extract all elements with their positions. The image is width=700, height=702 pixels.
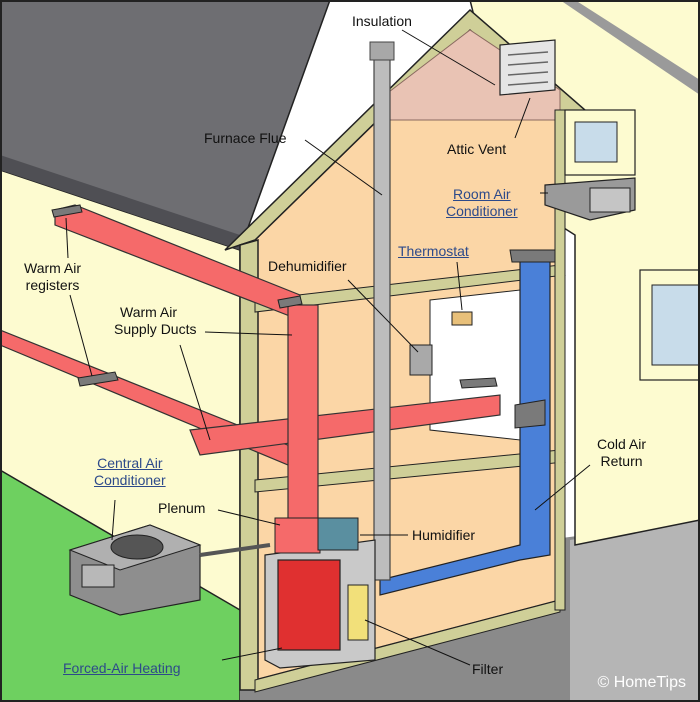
cold-air-return-duct [379,254,551,596]
link-central-air-conditioner[interactable]: Central Air Conditioner [94,455,166,489]
window-glass [574,121,618,163]
register-upper [51,204,83,218]
right-roof-edge [560,0,700,95]
vent-slat [507,51,549,56]
leader-attic-vent [514,97,531,139]
label-warm-air-registers: Warm Air registers [24,260,81,294]
basement-floor [254,599,561,693]
furnace-flue [373,54,391,581]
vent-slat [507,61,549,66]
filter-panel [347,584,369,641]
label-warm-air-supply-ducts: Warm Air Supply Ducts [114,304,196,338]
leader-cold-air-return [534,464,591,511]
vent-slat [507,71,549,76]
registers-line-1: Warm Air [24,260,82,276]
vent-slat [507,81,549,86]
label-insulation: Insulation [352,13,412,29]
register-room [459,377,498,389]
floor-supply-duct [189,394,501,456]
link-thermostat[interactable]: Thermostat [398,243,469,259]
label-attic-vent: Attic Vent [447,141,507,157]
leader-dehumidifier [347,279,419,353]
leader-supply-ducts-b [179,344,211,441]
label-plenum: Plenum [158,500,206,516]
link-room-air-conditioner[interactable]: Room Air Conditioner [446,186,518,220]
supply-trunk [287,304,319,546]
leader-furnace-flue [304,139,383,196]
furnace-cabinet [277,559,341,651]
leader-plenum [217,509,281,526]
credit-text: © HomeTips [597,674,686,691]
room-ac-line-1: Room Air [453,186,511,202]
return-inlet [514,399,546,429]
label-furnace-flue: Furnace Flue [204,130,287,146]
leader-register-lower [69,294,93,377]
link-forced-air-heating[interactable]: Forced-Air Heating [63,660,181,676]
label-cold-air-return: Cold Air Return [597,436,646,470]
leader-forced-air [221,647,283,661]
roof-edge [0,155,240,250]
dehumidifier-unit [409,344,433,376]
label-filter: Filter [472,661,504,677]
registers-line-2: registers [25,277,80,293]
cold-air-line-2: Return [600,453,643,469]
plenum-box [274,517,321,554]
leader-thermostat [456,261,463,311]
central-ac-grille [81,564,115,588]
leader-insulation [401,29,496,86]
right-stud [554,109,566,611]
cold-air-line-1: Cold Air [597,436,647,452]
leader-supply-ducts-a [204,331,293,336]
supply-ducts-line-2: Supply Ducts [114,321,197,337]
central-ac-line-2: Conditioner [94,472,166,488]
register-lower [77,371,119,387]
leader-register-upper [65,217,69,259]
side-window-glass [651,284,700,366]
leader-central-ac [111,499,116,541]
central-ac-fan [110,534,164,560]
foundation [570,520,700,702]
attic-vent [499,39,556,96]
leader-filter [364,619,471,666]
flue-cap [369,41,395,61]
room-ac-grille [589,187,631,213]
return-grille [509,249,556,263]
label-dehumidifier: Dehumidifier [268,258,347,274]
humidifier-unit [317,517,359,551]
room-ac-line-2: Conditioner [446,203,518,219]
central-ac-line-1: Central Air [97,455,163,471]
register-trunk [277,295,303,309]
thermostat-unit [451,311,473,326]
supply-ducts-line-1: Warm Air [120,304,178,320]
refrigerant-line [199,543,271,557]
label-humidifier: Humidifier [412,527,476,543]
